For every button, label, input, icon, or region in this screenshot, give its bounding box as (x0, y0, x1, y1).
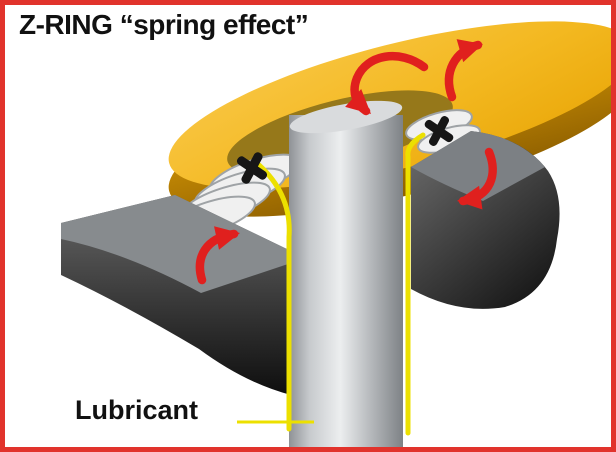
z-ring-seal-left (236, 152, 268, 184)
spring-arrow-top-right-icon (444, 39, 483, 102)
lubricant-label: Lubricant (75, 395, 199, 425)
spring-arrow-left-icon (195, 226, 240, 285)
z-ring-seal-right (424, 116, 454, 146)
lubricant-film (256, 132, 426, 436)
spring-arrow-top-center-icon (345, 51, 429, 116)
z-ring-cutaway-illustration (61, 21, 611, 447)
spring-arrow-right-icon (457, 147, 497, 210)
shaft (289, 100, 403, 447)
dark-collar-right (411, 131, 560, 309)
diagram-title: Z-RING “spring effect” (19, 9, 309, 40)
dark-hub-left (61, 195, 291, 395)
